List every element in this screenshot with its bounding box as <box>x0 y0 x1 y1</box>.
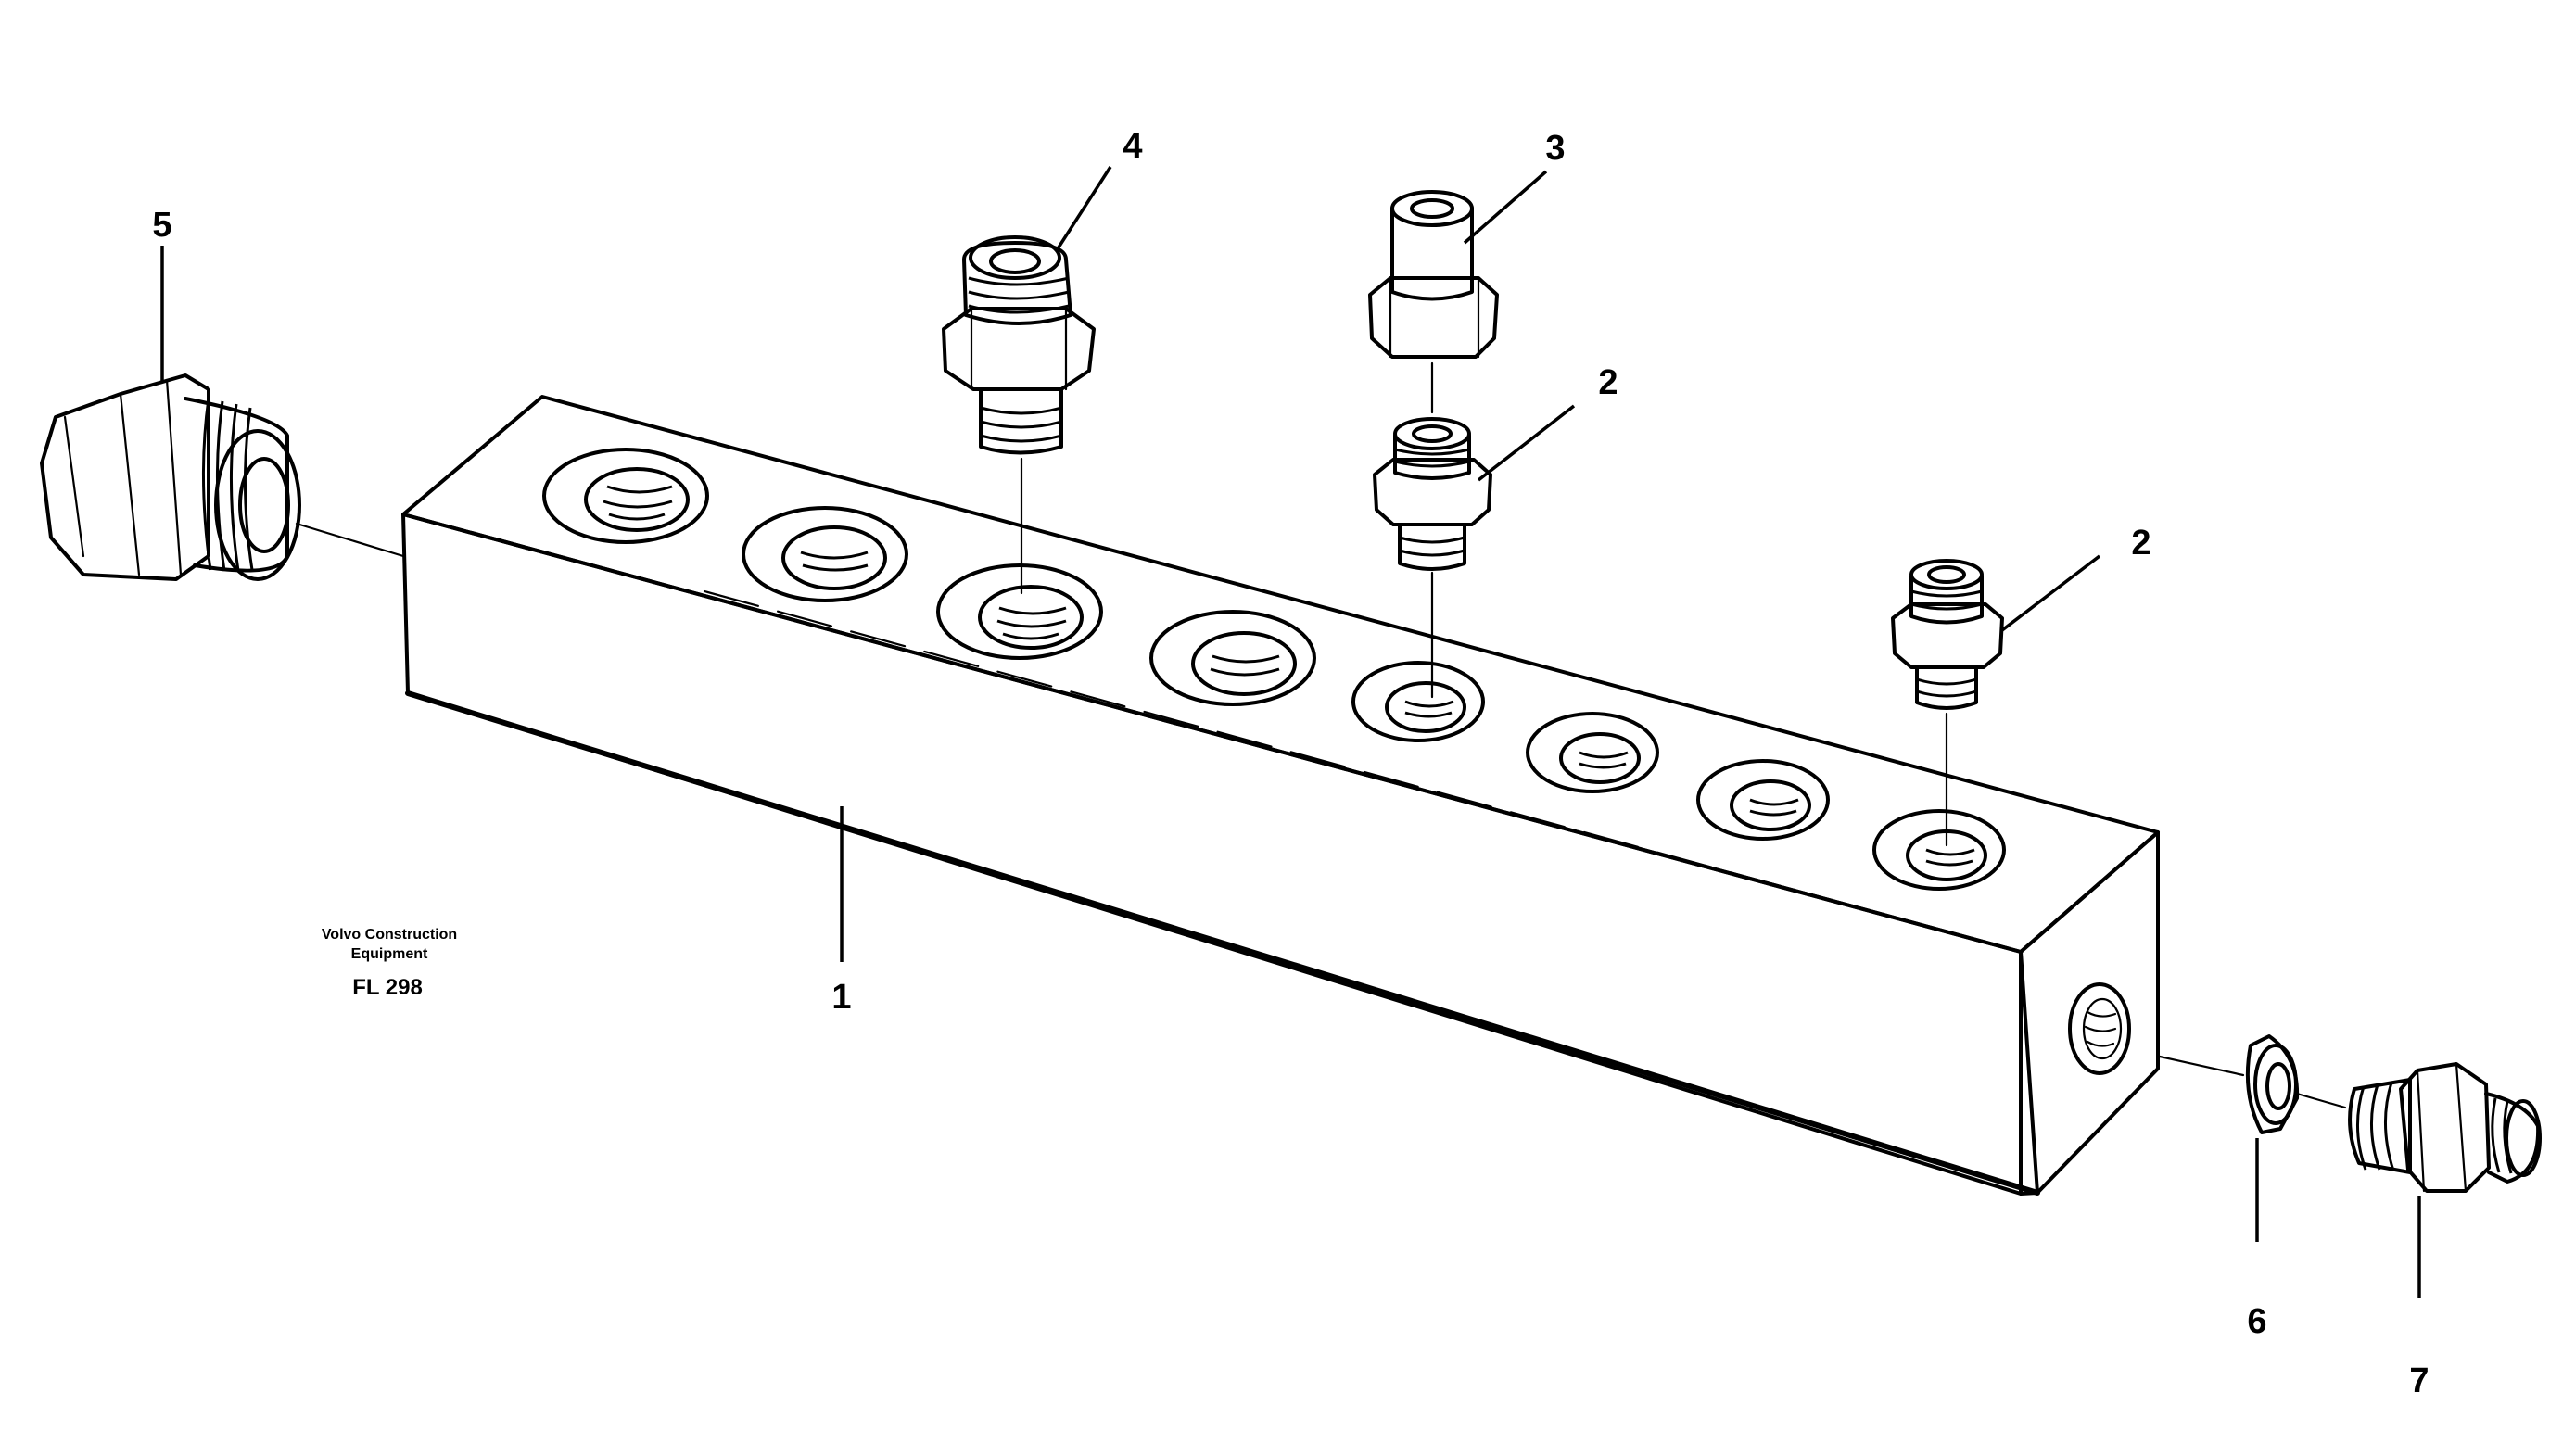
caption-company: Volvo Construction <box>322 927 457 943</box>
callout-2-upper: 2 <box>1598 363 1618 402</box>
drawing-caption: Volvo Construction Equipment FL 298 <box>322 927 457 1000</box>
plug-part-5 <box>40 373 405 581</box>
leader-lines <box>160 166 2421 1298</box>
callout-2-lower: 2 <box>2131 524 2150 563</box>
fitting-part-2a <box>1373 417 1492 699</box>
callout-4: 4 <box>1123 127 1142 166</box>
adapter-part-7 <box>2295 1062 2542 1193</box>
callout-1: 1 <box>831 978 851 1017</box>
callout-5: 5 <box>152 206 171 245</box>
drawing-code: FL 298 <box>352 975 423 1000</box>
fitting-part-2b <box>1891 559 2004 847</box>
washer-part-6 <box>2158 1034 2300 1134</box>
caption-equipment: Equipment <box>351 946 428 962</box>
fitting-part-3 <box>1368 190 1499 414</box>
manifold-block <box>401 395 2160 1196</box>
callout-6: 6 <box>2247 1302 2266 1341</box>
manifold-ports <box>542 448 2006 891</box>
callout-7: 7 <box>2409 1361 2429 1400</box>
callout-3: 3 <box>1545 129 1565 168</box>
fitting-part-4 <box>942 235 1096 595</box>
